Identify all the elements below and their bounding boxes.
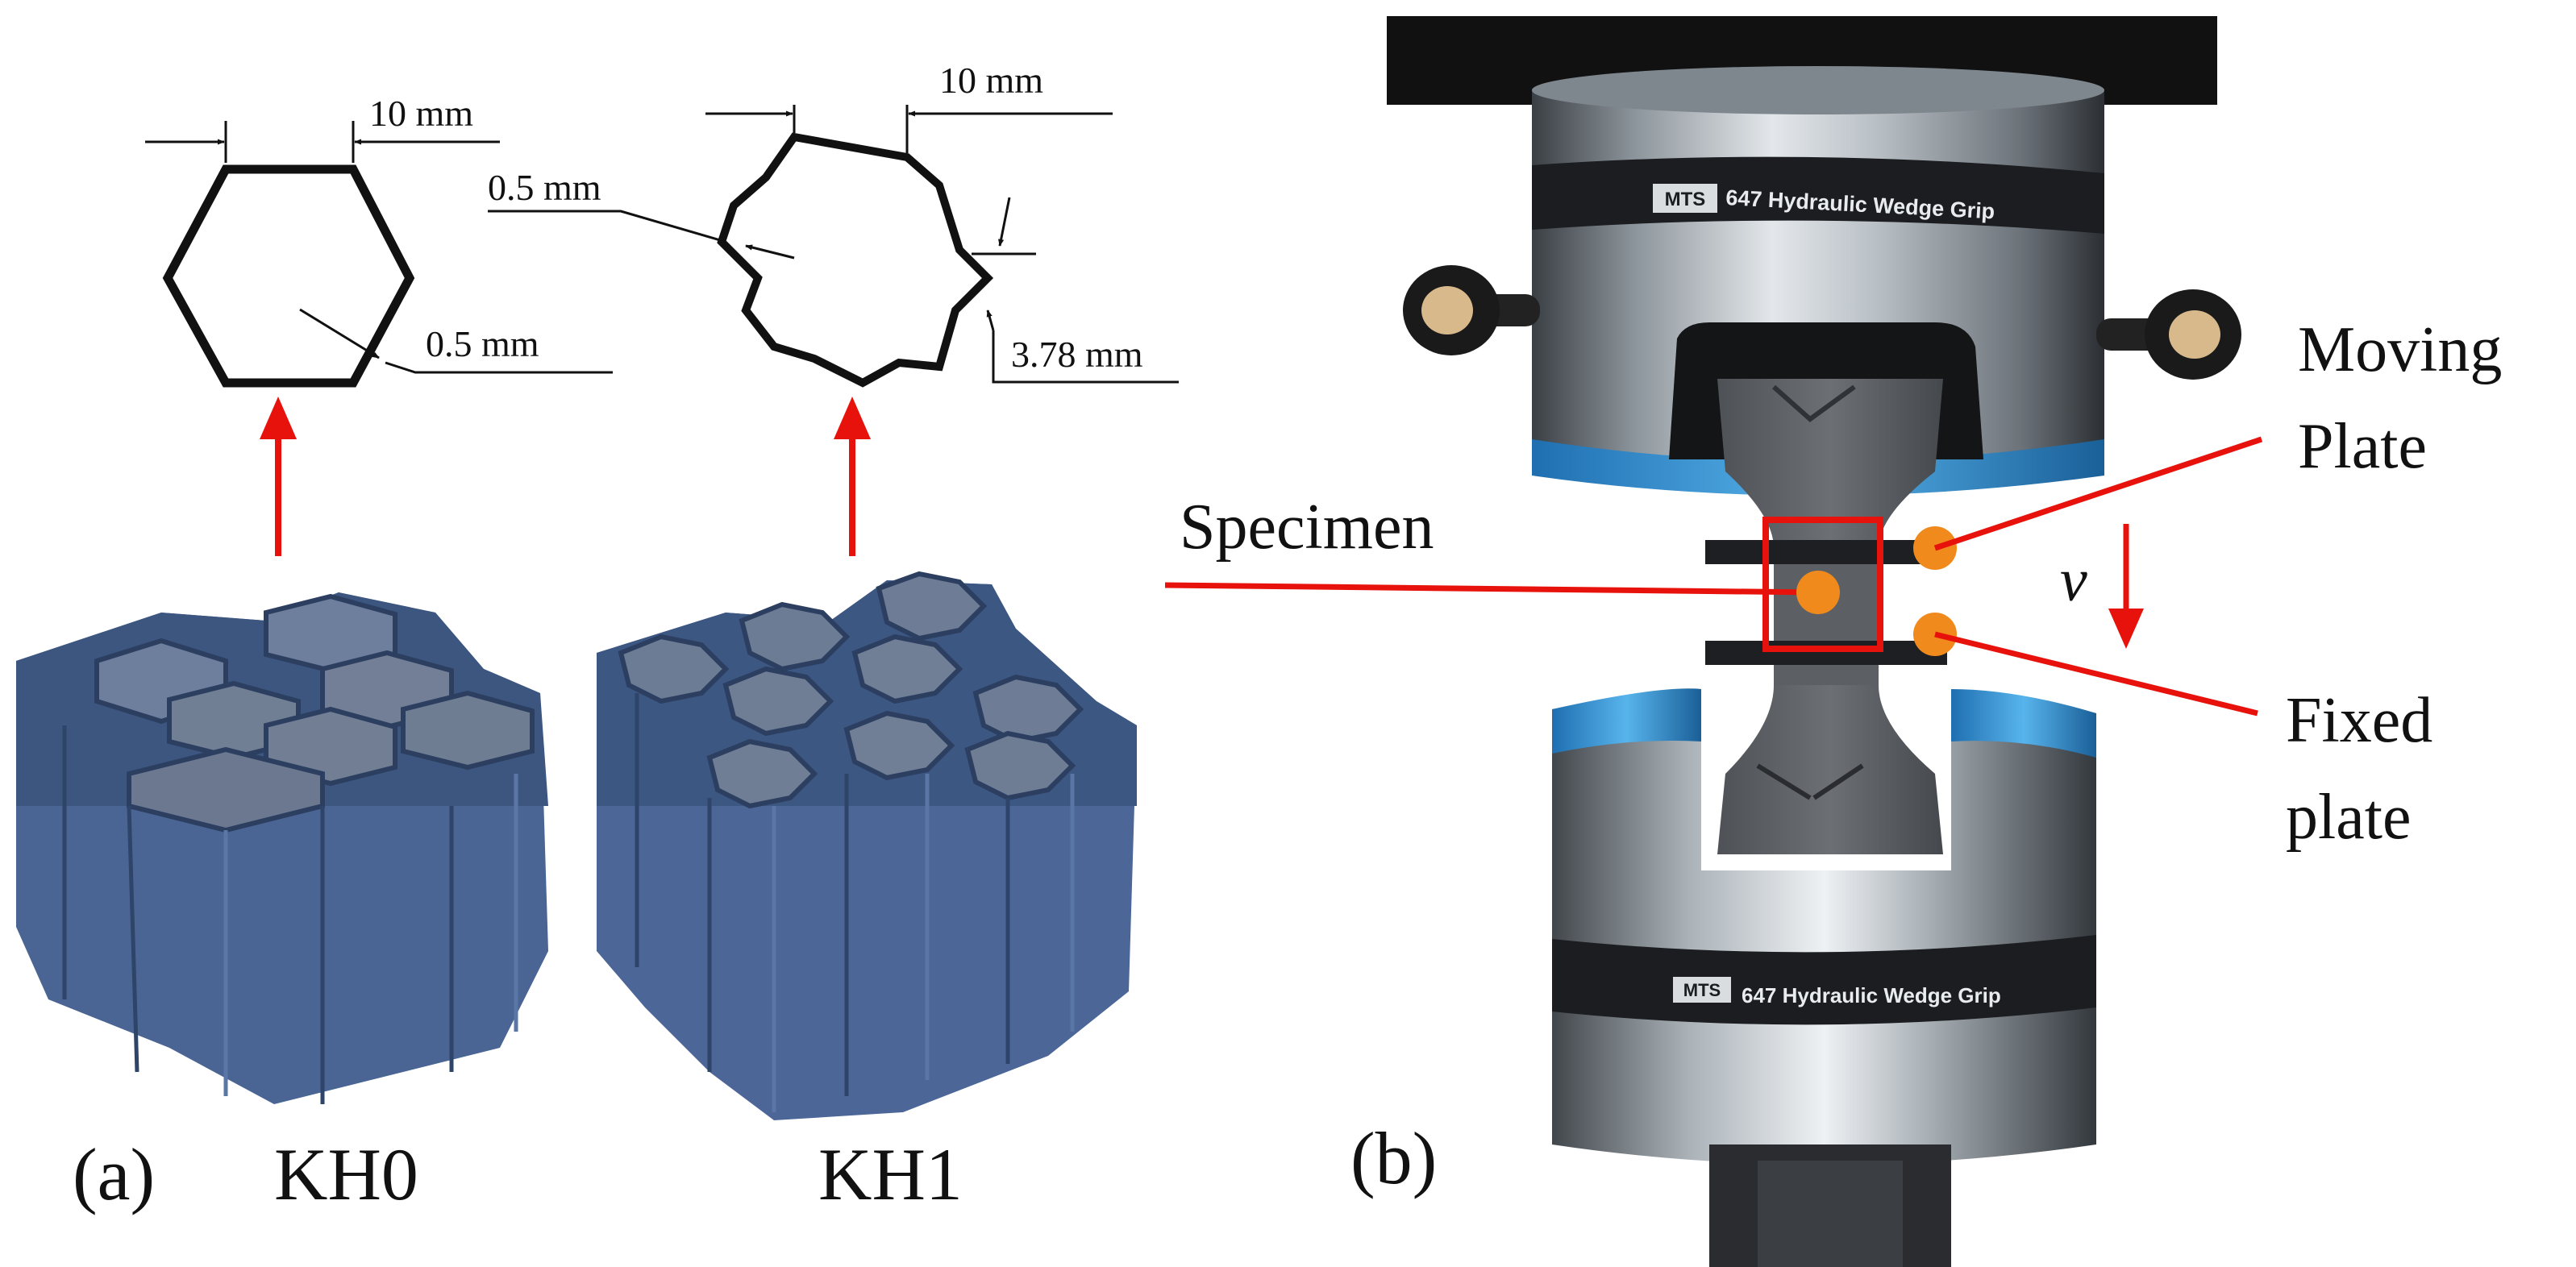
grip-model-lower: 647 Hydraulic Wedge Grip <box>1742 983 2001 1007</box>
specimen-marker <box>1796 571 1840 614</box>
kh0-wall-leader-line <box>385 361 613 374</box>
fixed-plate-label-line2: plate <box>2286 782 2411 853</box>
kh1-cross-section-diagram: 10 mm 0.5 mm 3.78 mm <box>488 60 1179 388</box>
specimen-highlight-box <box>1762 517 1883 652</box>
kh1-corrugated-outline <box>717 132 994 388</box>
kh0-printed-specimen-photo <box>16 592 548 1104</box>
panel-b-label: (b) <box>1350 1117 1437 1199</box>
specimen-label: Specimen <box>1180 492 1434 563</box>
panel-b: MTS 647 Hydraulic Wedge Grip <box>1164 16 2502 1267</box>
mts-logo-upper-text: MTS <box>1665 189 1706 210</box>
fixed-plate <box>1705 641 1947 665</box>
moving-plate <box>1705 540 1947 564</box>
kh1-corrugation-dimension-label: 3.78 mm <box>1011 334 1143 375</box>
specimen-leader-line <box>1164 582 1819 596</box>
mts-logo-upper <box>1653 184 1717 213</box>
kh1-corrugation-arrow-bottom <box>986 309 995 331</box>
panel-a-label: (a) <box>73 1133 155 1215</box>
fixed-plate-label-line1: Fixed <box>2286 685 2432 756</box>
kh0-hexagon-outline <box>162 164 415 388</box>
kh0-cross-section-diagram: 10 mm 0.5 mm <box>145 93 613 388</box>
kh1-name-label: KH1 <box>818 1133 963 1215</box>
kh0-side-dimension-label: 10 mm <box>369 93 473 134</box>
kh1-wall-leader-arrow <box>745 244 795 260</box>
kh1-side-dimension-label: 10 mm <box>939 60 1043 101</box>
panel-a: 10 mm 0.5 mm 10 mm 0.5 mm 3.78 mm <box>16 60 1179 1215</box>
panel-b-annotations <box>1164 436 2263 717</box>
kh0-wall-leader-arrow <box>299 308 380 359</box>
velocity-label: v <box>2060 546 2087 614</box>
fixed-plate-leader-line <box>1934 631 2258 717</box>
kh1-corrugation-leader-line <box>992 330 1179 384</box>
kh0-name-label: KH0 <box>274 1133 418 1215</box>
mts-logo-lower-text: MTS <box>1683 980 1721 1000</box>
kh1-printed-specimen-photo <box>597 571 1137 1120</box>
kh0-up-arrow <box>260 397 297 556</box>
moving-plate-label-line1: Moving <box>2298 314 2502 385</box>
testing-machine-photo: MTS 647 Hydraulic Wedge Grip <box>1387 16 2241 1267</box>
grip-knob-left <box>1403 265 1540 355</box>
kh1-corrugation-arrow-top <box>998 197 1011 247</box>
kh1-up-arrow <box>834 397 871 556</box>
grip-knob-right <box>2096 289 2241 380</box>
kh0-wall-dimension-label: 0.5 mm <box>426 323 539 364</box>
mts-logo-lower <box>1673 977 1731 1003</box>
moving-plate-label-line2: Plate <box>2298 411 2427 482</box>
velocity-arrow <box>2108 524 2144 649</box>
kh1-wall-leader-line <box>488 210 726 243</box>
moving-plate-leader-line <box>1933 436 2263 551</box>
kh1-wall-dimension-label: 0.5 mm <box>488 167 601 208</box>
